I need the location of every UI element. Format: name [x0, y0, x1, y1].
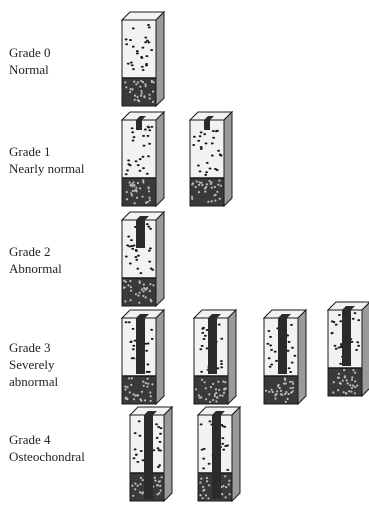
- grade-3-title: Grade 3: [9, 340, 51, 355]
- cartilage-block-drawing: [120, 210, 166, 308]
- cartilage-block-drawing: [326, 301, 369, 398]
- grade-4-title: Grade 4: [9, 432, 51, 447]
- grade-1-description: Nearly normal: [9, 161, 85, 176]
- grade-2-description: Abnormal: [9, 261, 62, 276]
- grade-3-description-line-2: abnormal: [9, 374, 59, 389]
- grade-3-label: Grade 3 Severely abnormal: [9, 339, 58, 390]
- grade-1-sample-2-illustration: [188, 110, 234, 208]
- grade-0-title: Grade 0: [9, 45, 51, 60]
- grade-1-sample-1-illustration: [120, 110, 166, 208]
- grade-2-label: Grade 2 Abnormal: [9, 243, 62, 277]
- cartilage-block-drawing: [120, 308, 166, 406]
- cartilage-block-drawing: [262, 308, 308, 406]
- grade-4-label: Grade 4 Osteochondral: [9, 431, 85, 465]
- grade-4-sample-1-illustration: [128, 405, 174, 503]
- grade-1-label: Grade 1 Nearly normal: [9, 143, 84, 177]
- grade-3-description-line-1: Severely: [9, 357, 55, 372]
- grade-3-sample-2-illustration: [192, 308, 238, 406]
- grade-3-sample-4-illustration: [326, 300, 369, 398]
- grade-3-sample-1-illustration: [120, 308, 166, 406]
- grade-2-title: Grade 2: [9, 244, 51, 259]
- cartilage-block-drawing: [120, 10, 166, 108]
- cartilage-block-drawing: [188, 110, 234, 208]
- grade-0-sample-1-illustration: [120, 10, 166, 108]
- cartilage-block-drawing: [192, 308, 238, 406]
- grade-1-title: Grade 1: [9, 144, 51, 159]
- cartilage-block-drawing: [128, 405, 174, 503]
- cartilage-block-drawing: [196, 405, 242, 503]
- grade-3-sample-3-illustration: [262, 308, 308, 406]
- grade-0-description: Normal: [9, 62, 49, 77]
- grade-4-sample-2-illustration: [196, 405, 242, 503]
- grade-2-sample-1-illustration: [120, 210, 166, 308]
- grade-4-description: Osteochondral: [9, 449, 85, 464]
- cartilage-block-drawing: [120, 110, 166, 208]
- grade-0-label: Grade 0 Normal: [9, 44, 51, 78]
